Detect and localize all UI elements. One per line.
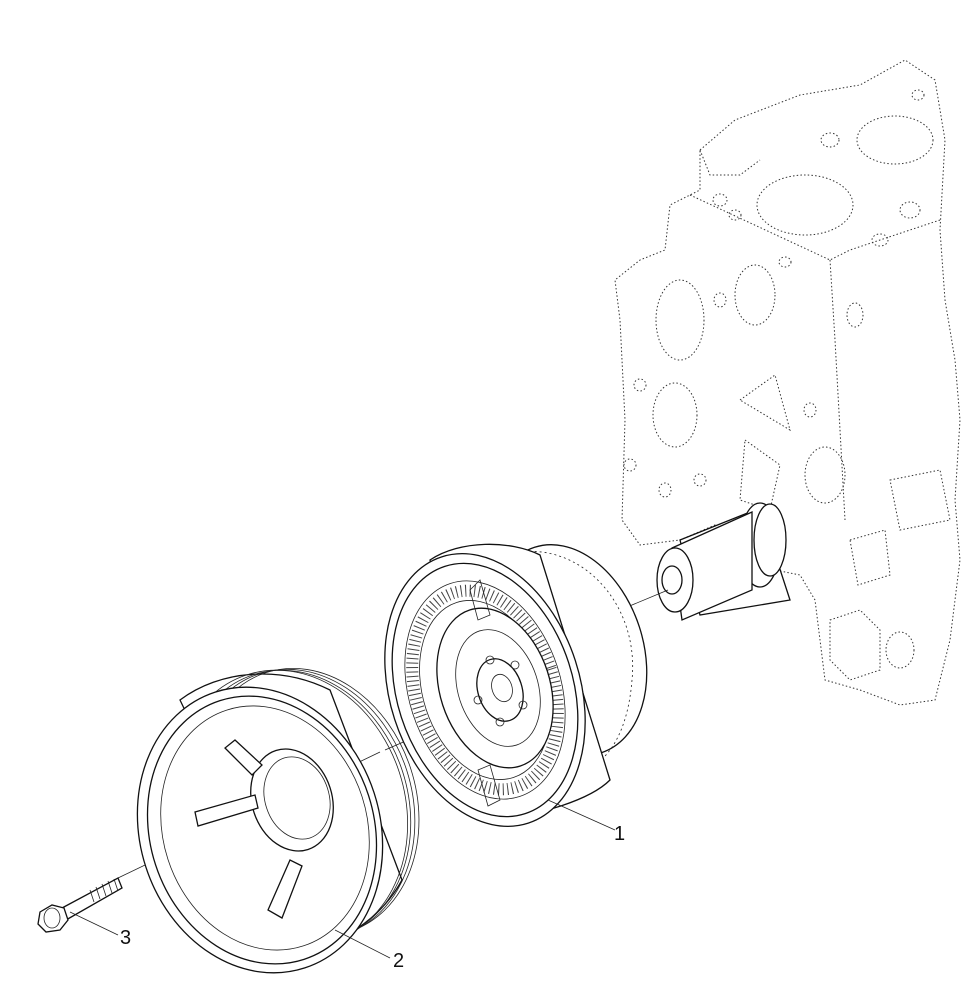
engine-block (614, 59, 961, 706)
crankshaft-pulley (136, 668, 420, 974)
vibration-damper (384, 543, 648, 827)
callout-1: 1 (614, 823, 625, 845)
crankshaft-nose (656, 502, 791, 621)
pulley-bolt (37, 877, 123, 933)
callout-3: 3 (120, 927, 131, 949)
leader-lines (69, 799, 616, 959)
callout-2: 2 (393, 950, 404, 972)
